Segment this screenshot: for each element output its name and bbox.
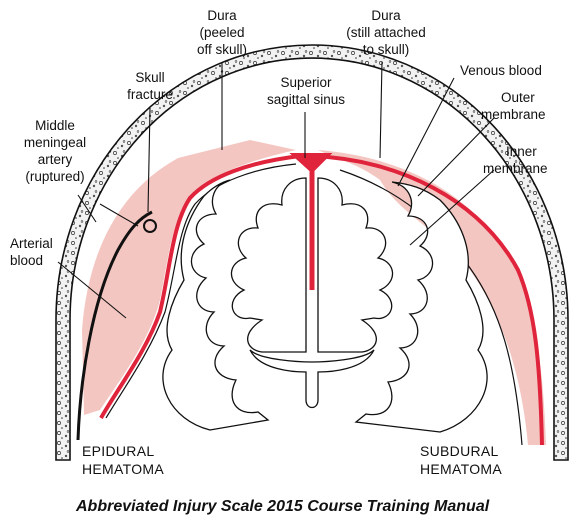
ventricle — [249, 349, 375, 409]
label-line: (ruptured) — [25, 169, 84, 184]
source-caption: Abbreviated Injury Scale 2015 Course Tra… — [76, 498, 490, 515]
label-line: Middle — [35, 118, 75, 133]
inner-membrane — [339, 169, 523, 446]
label-line: blood — [10, 253, 43, 268]
label-middle-meningeal-artery: Middle meningeal artery (ruptured) — [24, 118, 86, 184]
label-line: (peeled — [199, 25, 244, 40]
label-line: Dura — [371, 8, 401, 23]
label-line: fracture — [127, 87, 173, 102]
superior-sagittal-sinus — [289, 153, 333, 174]
label-outer-membrane: Outer membrane — [481, 90, 546, 122]
left-brain-outline — [105, 163, 297, 419]
label-line: sagittal sinus — [267, 92, 345, 107]
caption-line: HEMATOMA — [82, 461, 164, 477]
caption-line: HEMATOMA — [420, 461, 502, 477]
label-line: Arterial — [10, 236, 53, 251]
rupture-loop — [143, 219, 157, 233]
label-line: (still attached — [346, 25, 426, 40]
leader-lines — [57, 61, 495, 319]
label-line: Skull — [135, 70, 164, 85]
caption-line: EPIDURAL — [82, 443, 154, 459]
label-line: artery — [38, 152, 73, 167]
label-line: Inner — [506, 144, 537, 159]
label-line: membrane — [481, 107, 546, 122]
label-skull-fracture: Skull fracture — [127, 70, 173, 102]
label-line: Outer — [501, 90, 535, 105]
label-venous-blood: Venous blood — [460, 63, 542, 78]
dura-peeled — [99, 154, 301, 419]
caption-subdural: SUBDURAL HEMATOMA — [420, 443, 502, 477]
label-dura-attached: Dura (still attached to skull) — [346, 8, 426, 57]
skull — [55, 44, 569, 461]
label-arterial-blood: Arterial blood — [10, 236, 53, 268]
label-line: Dura — [207, 8, 237, 23]
epidural-hematoma — [82, 140, 296, 415]
caption-line: SUBDURAL — [420, 443, 499, 459]
middle-meningeal-artery — [76, 210, 153, 441]
label-line: membrane — [483, 161, 548, 176]
right-hemisphere-gyri — [317, 177, 488, 433]
label-superior-sagittal-sinus: Superior sagittal sinus — [267, 75, 345, 107]
left-hemisphere-gyri — [162, 177, 307, 431]
label-line: Superior — [280, 75, 332, 90]
dura-attached — [313, 154, 544, 446]
label-line: off skull) — [197, 42, 247, 57]
label-line: meningeal — [24, 135, 86, 150]
caption-epidural: EPIDURAL HEMATOMA — [82, 443, 164, 477]
label-line: to skull) — [363, 42, 410, 57]
label-inner-membrane: Inner membrane — [483, 144, 548, 176]
label-dura-peeled: Dura (peeled off skull) — [197, 8, 247, 57]
